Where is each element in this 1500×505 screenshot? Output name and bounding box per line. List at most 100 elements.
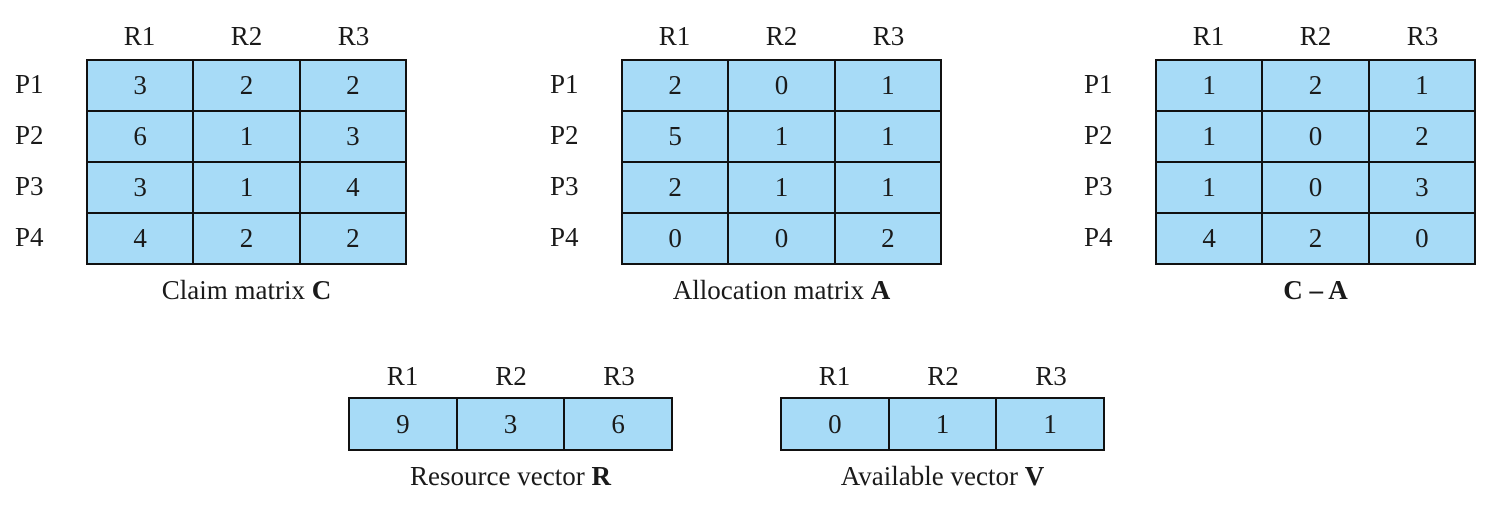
column-label-r3: R3 bbox=[872, 21, 905, 51]
column-label-r3: R3 bbox=[1406, 21, 1439, 51]
matrix-row: 2 1 1 bbox=[620, 161, 943, 214]
matrix-row: 2 0 1 bbox=[620, 59, 943, 112]
available-vector: 0 1 1 bbox=[780, 397, 1105, 451]
matrix-cell: 1 bbox=[833, 161, 943, 214]
available-vector-caption: Available vector V bbox=[780, 456, 1105, 496]
vector-cell: 9 bbox=[348, 397, 458, 451]
resource-vector-caption: Resource vector R bbox=[348, 456, 673, 496]
matrix-cell: 2 bbox=[1261, 59, 1370, 112]
caption-symbol: V bbox=[1024, 461, 1045, 491]
available-vector-block: R1 R2 R3 0 1 1 Available vector V bbox=[780, 354, 1110, 504]
matrix-cell: 1 bbox=[1367, 59, 1477, 112]
matrix-row: 0 0 2 bbox=[620, 212, 943, 265]
column-label-r2: R2 bbox=[495, 361, 527, 391]
matrix-row: 4 2 0 bbox=[1154, 212, 1477, 265]
matrix-cell: 0 bbox=[1261, 110, 1370, 163]
vector-cell: 6 bbox=[563, 397, 673, 451]
matrix-cell: 3 bbox=[85, 161, 195, 214]
matrix-cell: 4 bbox=[298, 161, 408, 214]
matrix-cell: 2 bbox=[620, 59, 730, 112]
column-label-r3: R3 bbox=[603, 361, 635, 391]
row-label-p2: P2 bbox=[550, 120, 579, 150]
matrix-cell: 4 bbox=[85, 212, 195, 265]
claim-matrix-caption: Claim matrix C bbox=[86, 270, 407, 310]
column-label-r2: R2 bbox=[927, 361, 959, 391]
column-label-r3: R3 bbox=[1035, 361, 1067, 391]
matrix-cell: 5 bbox=[620, 110, 730, 163]
column-label-r2: R2 bbox=[1299, 21, 1332, 51]
matrix-cell: 2 bbox=[298, 59, 408, 112]
column-label-r3: R3 bbox=[337, 21, 370, 51]
row-label-p1: P1 bbox=[15, 69, 44, 99]
matrix-cell: 1 bbox=[1154, 110, 1264, 163]
matrix-cell: 1 bbox=[727, 161, 836, 214]
column-label-r1: R1 bbox=[123, 21, 156, 51]
column-label-r2: R2 bbox=[765, 21, 798, 51]
matrix-cell: 1 bbox=[727, 110, 836, 163]
caption-symbol: C bbox=[311, 275, 332, 305]
allocation-matrix: 2 0 1 5 1 1 2 1 1 0 0 2 bbox=[620, 59, 943, 265]
difference-matrix-block: R1 R2 R3 P1 P2 P3 P4 1 2 1 1 0 2 1 0 3 4… bbox=[1069, 14, 1489, 314]
matrix-cell: 0 bbox=[620, 212, 730, 265]
row-label-p1: P1 bbox=[1084, 69, 1113, 99]
row-label-p3: P3 bbox=[550, 171, 579, 201]
row-label-p2: P2 bbox=[1084, 120, 1113, 150]
row-label-p4: P4 bbox=[550, 222, 579, 252]
vector-cell: 1 bbox=[995, 397, 1105, 451]
matrix-row: 3 2 2 bbox=[85, 59, 408, 112]
matrix-cell: 0 bbox=[727, 59, 836, 112]
matrix-cell: 2 bbox=[298, 212, 408, 265]
matrix-cell: 3 bbox=[85, 59, 195, 112]
resource-vector-block: R1 R2 R3 9 3 6 Resource vector R bbox=[348, 354, 678, 504]
matrix-row: 1 0 2 bbox=[1154, 110, 1477, 163]
caption-symbol: A bbox=[870, 275, 891, 305]
matrix-cell: 2 bbox=[192, 59, 301, 112]
matrix-row: 5 1 1 bbox=[620, 110, 943, 163]
matrix-cell: 2 bbox=[1261, 212, 1370, 265]
row-label-p3: P3 bbox=[15, 171, 44, 201]
caption-symbol: R bbox=[591, 461, 611, 491]
matrix-cell: 1 bbox=[833, 110, 943, 163]
caption-text: Claim matrix bbox=[161, 275, 312, 305]
column-label-r1: R1 bbox=[1192, 21, 1225, 51]
matrix-cell: 2 bbox=[833, 212, 943, 265]
matrix-cell: 1 bbox=[192, 161, 301, 214]
matrix-cell: 2 bbox=[620, 161, 730, 214]
matrix-cell: 0 bbox=[727, 212, 836, 265]
matrix-row: 4 2 2 bbox=[85, 212, 408, 265]
matrix-cell: 1 bbox=[1154, 161, 1264, 214]
matrix-row: 6 1 3 bbox=[85, 110, 408, 163]
column-label-r2: R2 bbox=[230, 21, 263, 51]
vector-cell: 1 bbox=[887, 397, 998, 451]
vector-cell: 0 bbox=[780, 397, 890, 451]
allocation-matrix-block: R1 R2 R3 P1 P2 P3 P4 2 0 1 5 1 1 2 1 1 0… bbox=[535, 14, 955, 314]
column-label-r1: R1 bbox=[818, 361, 851, 391]
matrix-cell: 3 bbox=[1367, 161, 1477, 214]
matrix-cell: 1 bbox=[192, 110, 301, 163]
matrix-cell: 2 bbox=[1367, 110, 1477, 163]
column-label-r1: R1 bbox=[386, 361, 419, 391]
row-label-p3: P3 bbox=[1084, 171, 1113, 201]
matrix-cell: 4 bbox=[1154, 212, 1264, 265]
matrix-cell: 1 bbox=[833, 59, 943, 112]
resource-vector: 9 3 6 bbox=[348, 397, 673, 451]
matrix-cell: 3 bbox=[298, 110, 408, 163]
matrix-cell: 0 bbox=[1261, 161, 1370, 214]
row-label-p1: P1 bbox=[550, 69, 579, 99]
allocation-matrix-caption: Allocation matrix A bbox=[621, 270, 942, 310]
matrix-cell: 0 bbox=[1367, 212, 1477, 265]
caption-text: Allocation matrix bbox=[672, 275, 871, 305]
vector-cell: 3 bbox=[455, 397, 566, 451]
matrix-row: 1 0 3 bbox=[1154, 161, 1477, 214]
matrix-cell: 6 bbox=[85, 110, 195, 163]
caption-text: Resource vector bbox=[410, 461, 592, 491]
matrix-cell: 2 bbox=[192, 212, 301, 265]
row-label-p2: P2 bbox=[15, 120, 44, 150]
matrix-cell: 1 bbox=[1154, 59, 1264, 112]
vector-row: 0 1 1 bbox=[780, 397, 1105, 451]
claim-matrix-block: R1 R2 R3 P1 P2 P3 P4 3 2 2 6 1 3 3 1 4 4… bbox=[0, 14, 420, 314]
difference-matrix-caption: C – A bbox=[1155, 270, 1476, 310]
vector-row: 9 3 6 bbox=[348, 397, 673, 451]
difference-matrix: 1 2 1 1 0 2 1 0 3 4 2 0 bbox=[1154, 59, 1477, 265]
caption-symbol: C – A bbox=[1283, 275, 1348, 305]
